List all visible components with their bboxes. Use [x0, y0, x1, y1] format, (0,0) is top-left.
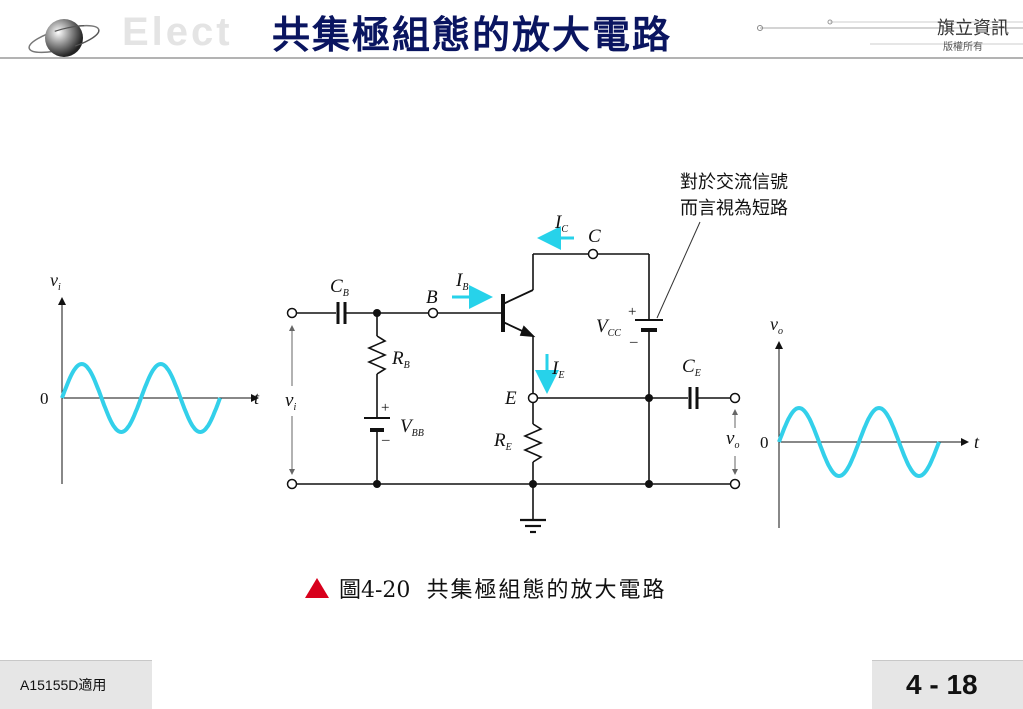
output-t-label: t [974, 432, 980, 452]
label-vi: vi [285, 390, 296, 413]
battery-vcc [635, 319, 663, 332]
label-b: B [426, 287, 438, 308]
label-vbb: VBB [400, 416, 424, 439]
voltage-indicators [289, 325, 738, 475]
header-watermark: Elect [122, 10, 233, 54]
input-waveform-graph: vi t 0 [40, 270, 260, 484]
label-e: E [504, 388, 517, 409]
figure-caption: 圖4-20 共集極組態的放大電路 [305, 572, 666, 604]
junction-dots [373, 309, 653, 488]
input-zero-label: 0 [40, 389, 49, 408]
page-number: 4 - 18 [906, 669, 978, 700]
ground-icon [520, 518, 546, 534]
capacitor-ce [688, 387, 699, 409]
input-y-label: vi [50, 270, 61, 293]
label-c: C [588, 226, 601, 247]
label-cb: CB [330, 276, 349, 299]
input-t-label: t [254, 388, 260, 408]
label-ie: IE [551, 358, 564, 381]
label-re: RE [493, 430, 512, 453]
caption-figure-number: 圖4-20 [339, 578, 411, 603]
capacitor-cb [336, 302, 347, 324]
page-title: 共集極組態的放大電路 [272, 12, 673, 57]
footer-course-label: A15155D適用 [20, 677, 107, 693]
current-arrows [452, 226, 574, 394]
vbb-minus-sign: – [381, 432, 390, 448]
label-rb: RB [391, 348, 410, 371]
label-ce: CE [682, 356, 701, 379]
label-vcc: VCC [596, 316, 621, 339]
vcc-minus-sign: – [629, 334, 638, 350]
input-sine-wave [60, 361, 222, 435]
caption-title: 共集極組態的放大電路 [426, 578, 667, 603]
note-line-1: 對於交流信號 [680, 172, 788, 193]
terminals [286, 248, 741, 490]
label-ib: IB [455, 270, 468, 293]
copyright-note: 版權所有 [943, 42, 983, 53]
globe-logo-icon [28, 19, 100, 57]
label-vo: vo [726, 428, 739, 451]
vbb-plus-sign: + [381, 400, 389, 416]
header-decoration [0, 19, 1023, 59]
output-y-label: vo [770, 314, 783, 337]
note-line-2: 而言視為短路 [680, 198, 788, 219]
vcc-plus-sign: + [628, 304, 636, 320]
footer-course-badge: A15155D適用 [0, 660, 152, 709]
circuit-wires [297, 253, 730, 520]
battery-vbb [364, 417, 390, 432]
note-pointer [656, 221, 701, 319]
output-sine-wave [777, 405, 941, 479]
label-ic: IC [554, 212, 568, 235]
transistor-npn [501, 289, 536, 338]
output-zero-label: 0 [760, 433, 769, 452]
publisher-name: 旗立資訊 [937, 18, 1009, 39]
output-waveform-graph: vo t 0 [760, 314, 980, 528]
footer-page-badge: 4 - 18 [872, 660, 1023, 709]
caption-triangle-icon [305, 578, 329, 598]
